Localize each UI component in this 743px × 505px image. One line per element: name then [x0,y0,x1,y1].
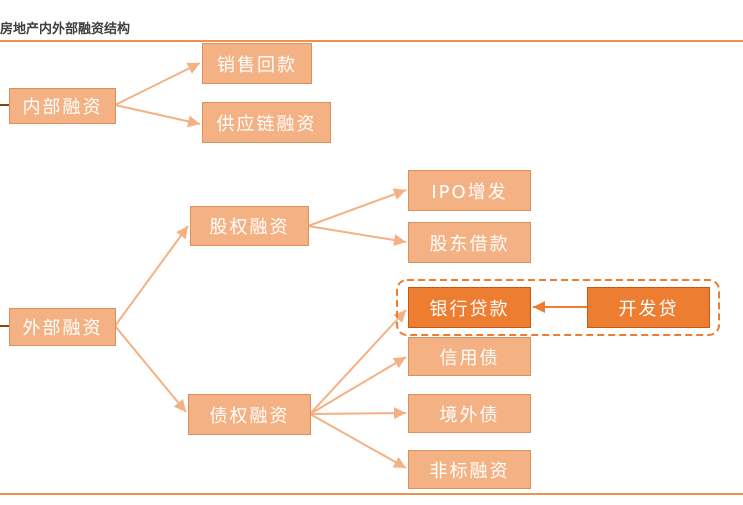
node-external: 外部融资 [9,308,116,346]
arrow-debt-bank [309,309,407,415]
diagram-title: 房地产内外部融资结构 [0,22,131,37]
node-credit: 信用债 [408,337,531,376]
node-ipo: IPO增发 [408,170,531,211]
node-supply: 供应链融资 [202,102,331,143]
node-dev: 开发贷 [587,287,710,328]
arrow-internal-supply [114,104,201,128]
node-sales: 销售回款 [202,43,312,84]
top-divider [0,40,743,42]
arrow-equity-shareholder [307,225,407,246]
arrow-debt-credit [309,356,407,415]
arrow-debt-nonstd [309,413,407,469]
arrow-external-equity [114,225,189,327]
node-bank: 银行贷款 [408,287,531,328]
node-overseas: 境外债 [408,394,531,433]
arrow-internal-sales [114,62,201,106]
node-shareholder: 股东借款 [408,222,531,263]
node-internal: 内部融资 [9,88,116,124]
node-nonstd: 非标融资 [408,450,531,489]
node-equity: 股权融资 [190,206,309,246]
arrow-debt-overseas [309,407,407,420]
bottom-divider [0,493,743,495]
highlight-group [396,279,720,336]
node-debt: 债权融资 [188,394,311,435]
arrow-external-debt [114,325,187,413]
arrow-equity-ipo [307,188,407,227]
